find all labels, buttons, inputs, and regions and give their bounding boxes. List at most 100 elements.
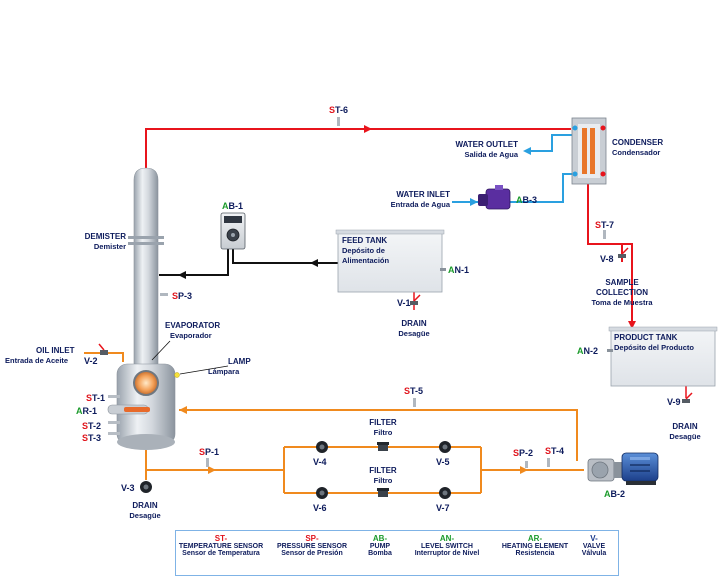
ar1-tag: AR-1 bbox=[76, 406, 97, 416]
flow-arrow bbox=[470, 198, 478, 206]
v8-label: V-8 bbox=[600, 254, 614, 264]
feed-tank bbox=[335, 229, 446, 293]
valve-v3[interactable] bbox=[140, 481, 152, 493]
water-outlet-line bbox=[525, 134, 573, 152]
feed-line bbox=[232, 248, 338, 264]
st6-tag: ST-6 bbox=[329, 105, 348, 115]
evaporator-label: EVAPORATOR bbox=[165, 321, 220, 330]
ab3-tag: AB-3 bbox=[516, 195, 537, 205]
evaporator-leader bbox=[151, 340, 171, 361]
feed-tank-label-es2: Alimentación bbox=[342, 256, 390, 265]
valve-v2[interactable] bbox=[98, 343, 108, 355]
legend-en: LEVEL SWITCH bbox=[421, 543, 473, 550]
flow-arrow bbox=[179, 406, 187, 414]
legend-en: PRESSURE SENSOR bbox=[276, 543, 348, 550]
legend-code: AB- bbox=[372, 534, 388, 543]
sp3-tag: SP-3 bbox=[172, 291, 192, 301]
valve-v9[interactable] bbox=[682, 392, 693, 403]
water-inlet-label-es: Entrada de Agua bbox=[391, 200, 451, 209]
an1-tag: AN-1 bbox=[448, 265, 469, 275]
flow-arrow bbox=[364, 125, 372, 133]
legend-item-ar: AR- HEATING ELEMENT Resistencia bbox=[498, 534, 572, 557]
filter-bottom bbox=[377, 488, 389, 497]
legend-item-ab: AB- PUMP Bomba bbox=[358, 534, 402, 557]
legend-code: SP- bbox=[305, 534, 319, 543]
condenser bbox=[571, 117, 607, 185]
legend-en: VALVE bbox=[582, 543, 606, 550]
flow-arrow bbox=[208, 466, 216, 474]
oil-return-line bbox=[179, 409, 578, 461]
flow-arrow bbox=[523, 147, 531, 155]
water-inlet-line bbox=[452, 173, 574, 203]
condensate-line bbox=[587, 178, 633, 327]
sensor-probes bbox=[160, 117, 606, 468]
pump-ab2 bbox=[587, 452, 659, 485]
legend-es: Bomba bbox=[368, 550, 392, 557]
st7-tag: ST-7 bbox=[595, 220, 614, 230]
valve-v5[interactable] bbox=[439, 441, 451, 453]
legend-en: PUMP bbox=[369, 543, 391, 550]
filter-bottom-label: FILTER bbox=[369, 466, 397, 475]
legend-es: Interruptor de Nivel bbox=[414, 550, 480, 557]
valve-v7[interactable] bbox=[439, 487, 451, 499]
valve-v6[interactable] bbox=[316, 487, 328, 499]
valve-v8[interactable] bbox=[618, 247, 629, 258]
sample-collection-label-1: SAMPLE bbox=[605, 278, 639, 287]
sample-collection-label-2: COLLECTION bbox=[596, 288, 648, 297]
v5-label: V-5 bbox=[436, 457, 450, 467]
legend-es: Sensor de Presión bbox=[281, 550, 343, 557]
sp2-tag: SP-2 bbox=[513, 448, 533, 458]
flow-arrow bbox=[178, 271, 186, 279]
filter-top-label-es: Filtro bbox=[374, 428, 393, 437]
pump-ab1 bbox=[220, 212, 246, 250]
st5-tag: ST-5 bbox=[404, 386, 423, 396]
pump-ab3 bbox=[478, 185, 511, 210]
oil-inlet-line bbox=[84, 352, 124, 362]
filter-top-label: FILTER bbox=[369, 418, 397, 427]
water-outlet-label-es: Salida de Agua bbox=[465, 150, 519, 159]
legend-item-v: V- VALVE Válvula bbox=[574, 534, 614, 557]
sample-collection-label-es: Toma de Muestra bbox=[591, 298, 653, 307]
legend-code: AN- bbox=[439, 534, 455, 543]
legend-code: AR- bbox=[527, 534, 543, 543]
evaporator-label-es: Evaporador bbox=[170, 331, 212, 340]
lamp bbox=[174, 372, 180, 378]
water-inlet-label: WATER INLET bbox=[396, 190, 450, 199]
legend-en: HEATING ELEMENT bbox=[501, 543, 569, 550]
evap-drain-label: DRAIN bbox=[132, 501, 158, 510]
oil-inlet-label-es: Entrada de Aceite bbox=[5, 356, 68, 365]
flow-arrow bbox=[310, 259, 318, 267]
flow-arrow bbox=[520, 466, 528, 474]
legend-es: Sensor de Temperatura bbox=[182, 550, 260, 557]
flow-arrow bbox=[628, 321, 636, 329]
sp1-tag: SP-1 bbox=[199, 447, 219, 457]
feed-drain-label: DRAIN bbox=[401, 319, 427, 328]
feed-drain-label-es: Desagüe bbox=[398, 329, 429, 338]
vapour-line bbox=[145, 128, 571, 172]
valve-v4[interactable] bbox=[316, 441, 328, 453]
legend-es: Válvula bbox=[581, 550, 607, 557]
an2-tag: AN-2 bbox=[577, 346, 598, 356]
st2-tag: ST-2 bbox=[82, 421, 101, 431]
legend-es: Resistencia bbox=[515, 550, 555, 557]
ab2-tag: AB-2 bbox=[604, 489, 625, 499]
v4-label: V-4 bbox=[313, 457, 327, 467]
v3-label: V-3 bbox=[121, 483, 135, 493]
lamp-leader bbox=[179, 365, 229, 375]
v9-label: V-9 bbox=[667, 397, 681, 407]
demister-label: DEMISTER bbox=[85, 232, 127, 241]
condenser-label: CONDENSER bbox=[612, 138, 663, 147]
legend-code: ST- bbox=[214, 534, 228, 543]
demister-label-es: Demister bbox=[94, 242, 126, 251]
legend-item-an: AN- LEVEL SWITCH Interruptor de Nivel bbox=[406, 534, 488, 557]
legend-item-st: ST- TEMPERATURE SENSOR Sensor de Tempera… bbox=[178, 534, 264, 557]
valve-v1[interactable] bbox=[410, 294, 421, 305]
legend-item-sp: SP- PRESSURE SENSOR Sensor de Presión bbox=[274, 534, 350, 557]
product-tank-label: PRODUCT TANK bbox=[614, 333, 678, 342]
feed-line-2 bbox=[159, 248, 229, 276]
filter-top bbox=[377, 442, 389, 451]
st3-tag: ST-3 bbox=[82, 433, 101, 443]
feed-tank-label-es1: Depósito de bbox=[342, 246, 385, 255]
v2-label: V-2 bbox=[84, 356, 98, 366]
